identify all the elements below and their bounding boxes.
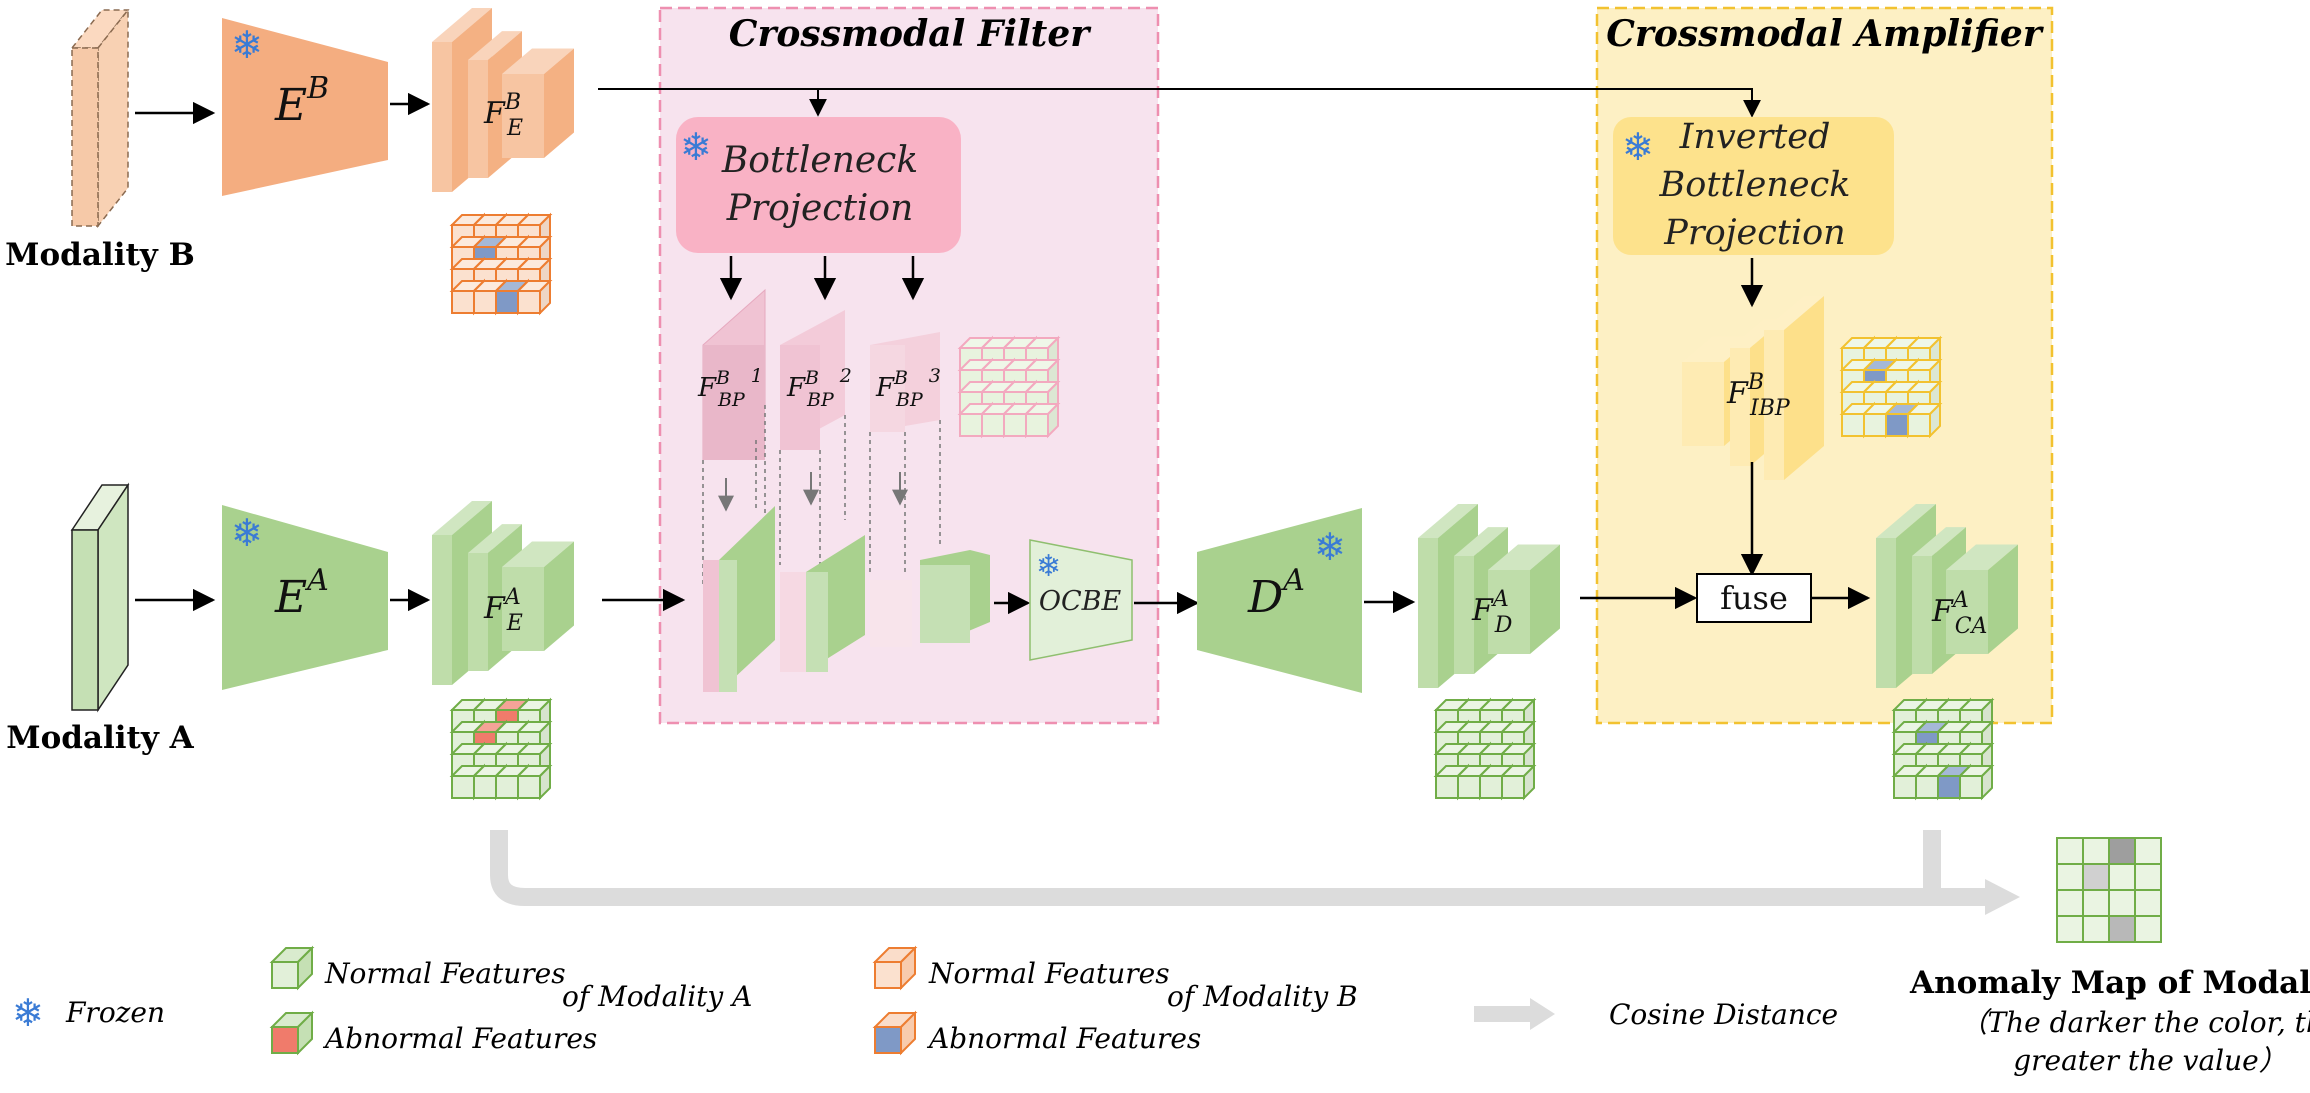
feature-fbp2 [780,310,845,450]
snowflake-icon: ❄ [1622,125,1654,169]
encoder-ea: EA [222,505,388,690]
legend-cosine-icon [1474,998,1555,1030]
ocbe-module[interactable]: OCBE [1029,539,1133,661]
anomaly-map-title: Anomaly Map of Modality A [1909,965,2310,1001]
legend-abnormal-b-icon [872,1010,918,1056]
bottleneck-projection-box[interactable] [676,117,961,253]
feature-fda [1418,504,1560,688]
snowflake-icon: ❄ [680,125,712,169]
feature-fbp3 [870,332,940,432]
legend-abnormal-a: Abnormal Features [322,1022,597,1055]
decoder-da: DA [1197,508,1362,693]
snowflake-icon: ❄ [1036,549,1061,584]
anomaly-map-note-2: greater the value） [2013,1044,2287,1077]
legend-of-modality-b: of Modality B [1167,980,1358,1013]
cosine-distance-arrowhead [1985,879,2020,915]
feature-grid-ibp [1839,335,1943,439]
legend-abnormal-a-icon [269,1010,315,1056]
line-feb-to-ibp [598,88,1761,118]
svg-text:fuse: fuse [1720,579,1788,617]
snowflake-icon: ❄ [231,23,263,67]
ibp-label-line3: Projection [1663,213,1845,253]
feature-fibp [1682,296,1824,480]
bp-label-line1: Bottleneck [721,140,918,181]
modality-a-input [70,482,130,713]
fuse-block[interactable]: fuse [1696,573,1812,623]
legend-normal-b: Normal Features [928,957,1170,990]
feature-fbp1 [702,288,766,462]
svg-text:EB: EB [274,71,329,131]
crossmodal-filter-title: Crossmodal Filter [729,13,1092,55]
snowflake-icon: ❄ [231,511,263,555]
modality-b-label: Modality B [5,237,195,273]
anomaly-map [2056,837,2162,943]
legend-cosine-distance: Cosine Distance [1609,998,1838,1031]
feature-grid-d [1433,697,1537,801]
filtered-feature-2 [780,535,865,672]
inverted-bottleneck-projection-box[interactable] [1613,117,1894,255]
anomaly-map-note-1: （The darker the color, the [1959,1006,2310,1039]
modality-b-input [70,7,130,229]
bp-label-line2: Projection [726,188,914,229]
legend-normal-a: Normal Features [324,957,566,990]
crossmodal-amplifier-title: Crossmodal Amplifier [1606,13,2045,55]
modality-a-label: Modality A [6,720,194,756]
filtered-feature-3 [870,550,990,647]
svg-text:EA: EA [274,563,329,623]
cosine-distance-path [490,830,1990,906]
feature-feb [432,8,574,192]
feature-grid-ca [1891,697,1995,801]
svg-text:DA: DA [1247,563,1305,623]
feature-grid-filter [957,335,1061,439]
feature-fca [1876,504,2018,688]
snowflake-icon: ❄ [1314,525,1346,569]
legend-normal-b-icon [872,945,918,991]
legend-abnormal-b: Abnormal Features [926,1022,1201,1055]
feature-grid-a [449,697,553,801]
legend-of-modality-a: of Modality A [562,980,752,1013]
svg-text:OCBE: OCBE [1039,586,1122,617]
feature-fea [432,501,574,685]
ibp-label-line1: Inverted [1679,117,1831,157]
legend-frozen: Frozen [65,996,165,1029]
encoder-eb: EB [222,18,388,196]
ibp-label-line2: Bottleneck [1659,165,1851,205]
snowflake-icon: ❄ [12,991,44,1035]
legend-normal-a-icon [269,945,315,991]
filtered-feature-1 [703,506,775,692]
feature-grid-b [449,212,553,316]
